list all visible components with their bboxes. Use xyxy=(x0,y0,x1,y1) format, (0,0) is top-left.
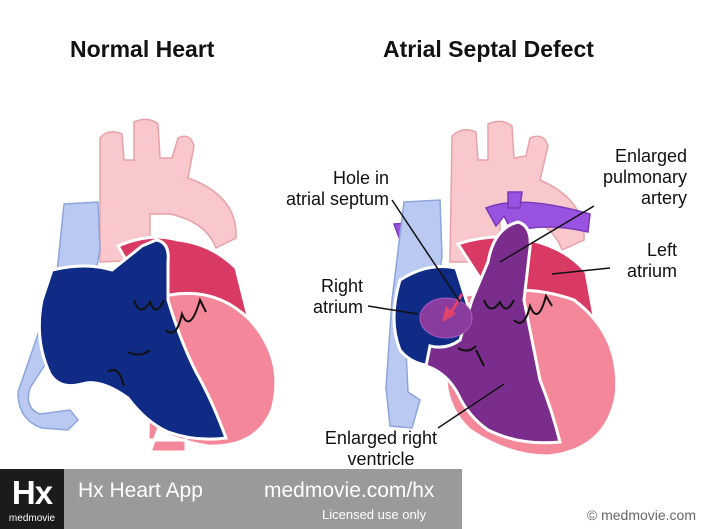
hx-logo: Hx medmovie xyxy=(0,469,64,529)
normal-heart-illustration xyxy=(17,118,278,454)
label-enlarged-pulmonary-artery: Enlarged pulmonary artery xyxy=(602,146,687,208)
asd-title: Atrial Septal Defect xyxy=(383,36,594,62)
footer-bar: Hx medmovie Hx Heart App medmovie.com/hx… xyxy=(0,469,462,529)
asd-vena-cava xyxy=(385,199,443,429)
normal-right-heart xyxy=(37,238,229,441)
site-link[interactable]: medmovie.com/hx xyxy=(264,479,435,502)
label-hole-in-atrial-septum: Hole in atrial septum xyxy=(285,168,389,209)
right-atrium-leader xyxy=(367,305,419,315)
asd-heart-illustration xyxy=(367,120,619,458)
label-enlarged-right-ventricle: Enlarged right ventricle xyxy=(324,428,437,469)
logo-mark: Hx xyxy=(11,474,53,511)
hole-leader xyxy=(391,199,461,303)
label-right-atrium: Right atrium xyxy=(312,276,363,317)
normal-aorta xyxy=(99,118,237,263)
app-name: Hx Heart App xyxy=(78,479,203,502)
copyright: © medmovie.com xyxy=(586,507,696,523)
pulmonary-leader xyxy=(499,205,595,263)
label-left-atrium: Left atrium xyxy=(626,240,677,281)
asd-right-ventricle xyxy=(424,220,562,445)
right-ventricle-leader xyxy=(437,383,505,429)
license-note: Licensed use only xyxy=(322,507,427,522)
normal-heart-title: Normal Heart xyxy=(70,36,215,62)
logo-subtitle: medmovie xyxy=(8,513,56,524)
left-atrium-leader xyxy=(551,267,611,275)
